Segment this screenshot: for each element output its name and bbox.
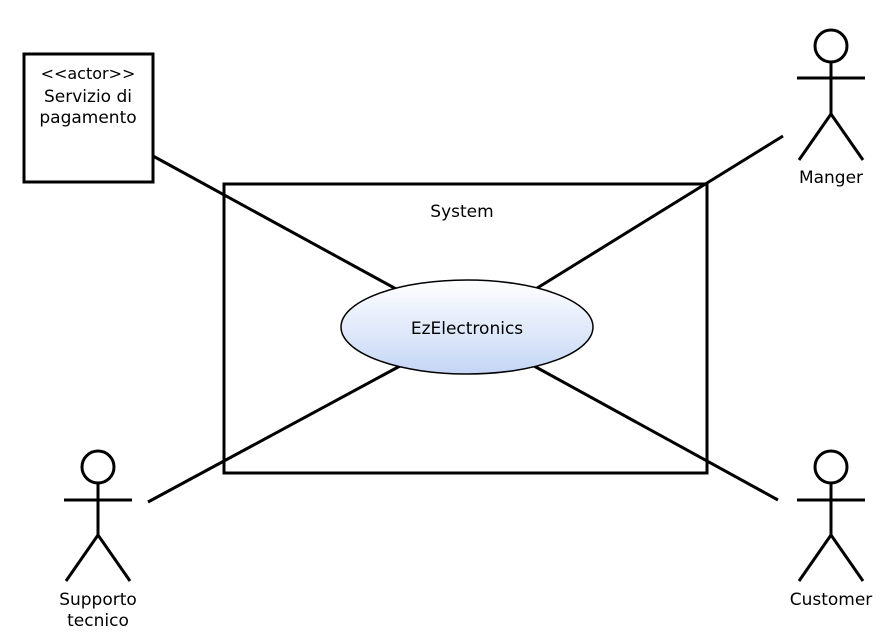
support-left-leg	[64, 534, 100, 582]
customer-left-leg	[797, 534, 833, 582]
association-support	[147, 364, 401, 504]
association-manager	[533, 134, 784, 292]
customer-head	[813, 449, 849, 485]
manager-left-leg	[797, 113, 833, 161]
support-label-line2: tecnico	[67, 611, 129, 631]
system-label: System	[430, 202, 493, 222]
payment-service-actor-box	[22, 52, 155, 184]
manager-right-leg	[829, 113, 865, 161]
payment-service-stereotype: <<actor>>	[41, 64, 136, 83]
manager-head	[813, 28, 849, 64]
support-label-line1: Supporto	[59, 590, 137, 610]
support-stick-figure	[64, 449, 132, 582]
support-right-leg	[96, 534, 132, 582]
payment-service-name-line2: pagamento	[39, 108, 136, 128]
use-case-ellipse	[340, 279, 594, 375]
association-customer	[533, 364, 779, 502]
customer-label: Customer	[790, 590, 873, 610]
manager-label: Manger	[799, 168, 863, 188]
association-payment-service	[152, 154, 399, 292]
support-head	[80, 449, 116, 485]
use-case-label: EzElectronics	[411, 319, 523, 339]
customer-stick-figure	[797, 449, 865, 582]
manager-stick-figure	[797, 28, 865, 161]
system-boundary	[222, 182, 709, 475]
customer-right-leg	[829, 534, 865, 582]
payment-service-name-line1: Servizio di	[44, 87, 132, 107]
